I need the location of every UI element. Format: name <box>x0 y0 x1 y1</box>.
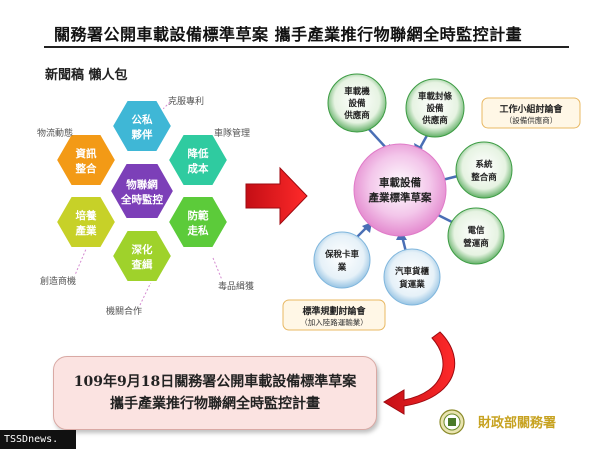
svg-text:供應商: 供應商 <box>421 115 448 126</box>
hex-bottom-line2: 查緝 <box>131 258 153 271</box>
label-logistics: 物流動態 <box>37 127 73 139</box>
hex-lower-right: 防範 走私 <box>166 195 230 249</box>
subtitle: 新聞稿 懶人包 <box>45 68 128 83</box>
summary-line2: 攜手產業推行物聯網全時監控計畫 <box>110 396 320 412</box>
hex-upper-left-line1: 資訊 <box>76 147 97 160</box>
watermark: TSSDnews. <box>0 430 76 449</box>
hex-upper-left-line2: 整合 <box>75 162 97 175</box>
node-truck-industry: 汽車貨櫃 貨運業 <box>383 248 441 306</box>
hex-center-line2: 全時監控 <box>120 193 163 206</box>
node-bonded-truck: 保稅卡車 業 <box>313 231 371 289</box>
hex-lower-left: 培養 產業 <box>54 195 118 249</box>
label-drug: 毒品緝獲 <box>218 280 254 292</box>
svg-text:電信: 電信 <box>467 225 485 236</box>
svg-text:供應商: 供應商 <box>343 110 370 121</box>
label-patent: 克服專利 <box>168 95 204 107</box>
network-center-line1: 車載設備 <box>379 176 421 189</box>
ministry-logo-text: 財政部關務署 <box>478 416 557 431</box>
hex-top-line2: 夥伴 <box>132 128 153 141</box>
workgroup-box: 工作小組討論會 （設備供應商） <box>481 97 581 129</box>
hex-bottom: 深化 查緝 <box>110 229 174 283</box>
svg-text:（加入陸路運輸業）: （加入陸路運輸業） <box>300 317 368 327</box>
hex-upper-right-line1: 降低 <box>188 147 209 160</box>
svg-text:設備: 設備 <box>348 98 366 109</box>
hex-lower-left-line2: 產業 <box>75 224 97 237</box>
network-center: 車載設備 產業標準草案 <box>353 143 447 237</box>
label-agency: 機關合作 <box>106 305 142 317</box>
svg-text:營運商: 營運商 <box>462 238 489 249</box>
svg-text:整合商: 整合商 <box>471 172 497 183</box>
svg-text:標準規劃討論會: 標準規劃討論會 <box>302 305 366 317</box>
label-business: 創造商機 <box>40 275 76 287</box>
summary-line1: 109年9月18日關務署公開車載設備標準草案 <box>73 374 357 390</box>
standard-planning-box: 標準規劃討論會 （加入陸路運輸業） <box>282 299 386 331</box>
summary-box: 109年9月18日關務署公開車載設備標準草案 攜手產業推行物聯網全時監控計畫 <box>53 356 377 430</box>
hex-upper-right: 降低 成本 <box>166 133 230 187</box>
title-underline <box>44 46 569 48</box>
node-seal-supplier: 車載封條 設備 供應商 <box>405 78 465 138</box>
svg-text:系統: 系統 <box>475 159 493 170</box>
hex-lower-right-line1: 防範 <box>188 209 209 222</box>
hex-center-line1: 物聯網 <box>126 178 158 191</box>
svg-text:業: 業 <box>337 262 347 273</box>
svg-text:貨運業: 貨運業 <box>398 279 425 290</box>
node-telecom: 電信 營運商 <box>447 207 505 265</box>
svg-text:設備: 設備 <box>426 103 444 114</box>
svg-text:工作小組討論會: 工作小組討論會 <box>499 103 563 115</box>
svg-text:汽車貨櫃: 汽車貨櫃 <box>395 266 430 277</box>
hex-upper-right-line2: 成本 <box>188 162 209 175</box>
hex-lower-right-line2: 走私 <box>187 224 209 237</box>
hex-bottom-line1: 深化 <box>132 243 153 256</box>
hex-center: 物聯網 全時監控 <box>108 162 176 220</box>
customs-logo-icon <box>439 409 465 435</box>
svg-text:車載封條: 車載封條 <box>418 91 453 102</box>
svg-text:車載機: 車載機 <box>344 86 370 97</box>
label-fleet: 車隊管理 <box>214 127 250 139</box>
svg-text:保稅卡車: 保稅卡車 <box>324 249 360 260</box>
hex-lower-left-line1: 培養 <box>76 209 97 222</box>
red-curved-arrow <box>383 331 456 415</box>
svg-text:（設備供應商）: （設備供應商） <box>505 115 558 125</box>
node-device-supplier: 車載機 設備 供應商 <box>327 73 387 133</box>
hex-top: 公私 夥伴 <box>110 99 174 153</box>
node-integrator: 系統 整合商 <box>455 141 513 199</box>
hex-top-line1: 公私 <box>132 113 153 126</box>
page-title: 關務署公開車載設備標準草案 攜手產業推行物聯網全時監控計畫 <box>54 25 523 44</box>
red-right-arrow <box>245 166 308 226</box>
network-center-line2: 產業標準草案 <box>368 191 432 204</box>
hex-upper-left: 資訊 整合 <box>54 133 118 187</box>
